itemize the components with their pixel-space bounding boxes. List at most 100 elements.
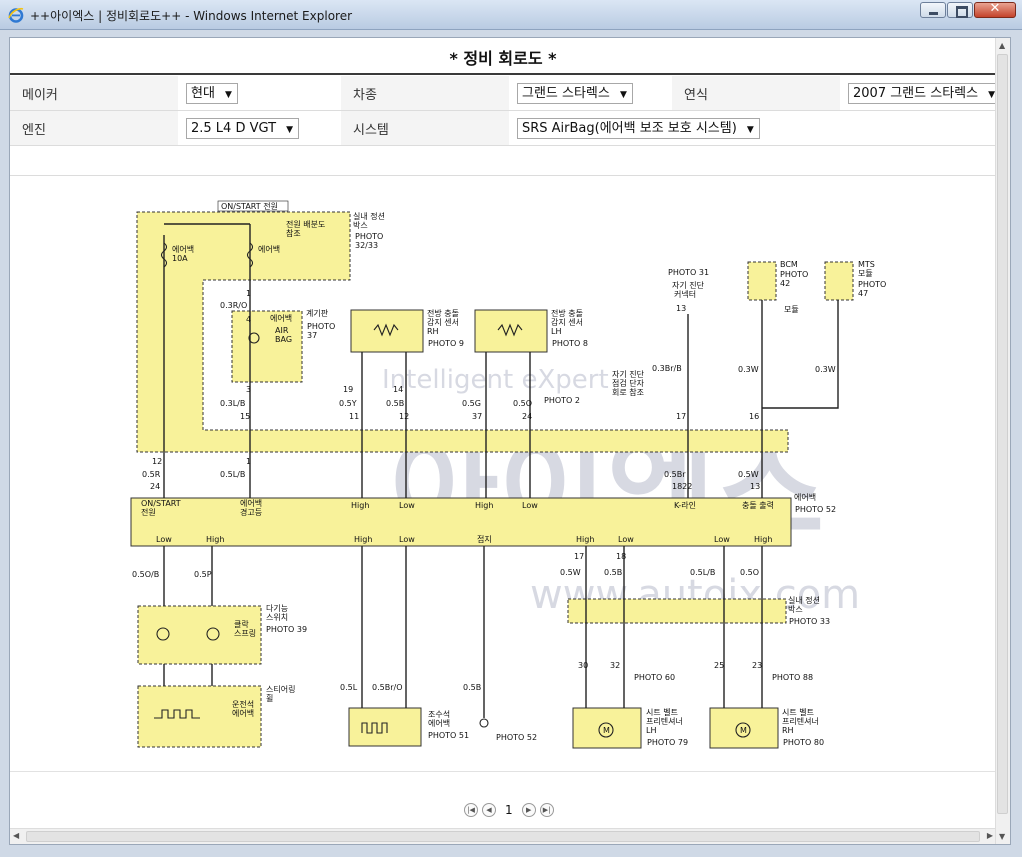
engine-select[interactable]: 2.5 L4 D VGT▼ [186,117,300,139]
airbag-lamp-label: 에어백 [270,313,292,323]
wire-code: 0.5W [738,470,759,479]
bcm-module-label: 모듈 [784,305,799,314]
pretensioner-lh-2: 프리텐셔너 [646,716,683,726]
first-page-button[interactable]: |◀ [464,803,478,817]
pin-number: 13 [676,304,686,313]
low-5: Low [618,535,634,544]
pin-number: 3 [246,385,251,394]
pin-number: 1 [246,289,251,298]
maker-select[interactable]: 현대▼ [186,82,238,104]
wires [163,223,839,718]
pin-number: 16 [749,412,759,421]
wire-code: 0.5G [462,399,481,408]
warning-lamp-2: 경고등 [240,507,262,517]
system-cell: SRS AirBag(에어백 보조 보호 시스템)▼ [509,110,996,146]
photo-37-1: PHOTO [307,322,335,331]
chevron-down-icon: ▼ [225,89,232,100]
year-select[interactable]: 2007 그랜드 스타렉스 ▼ [848,82,996,104]
scroll-up-icon[interactable]: ▲ [999,41,1006,50]
junction-box-mid-2: 박스 [788,604,803,614]
cluster-box [231,310,303,383]
last-page-button[interactable]: ▶| [539,803,554,817]
model-select[interactable]: 그랜드 스타렉스▼ [517,82,633,104]
horizontal-scrollbar[interactable]: ◀ ▶ [10,828,996,844]
maximize-button[interactable] [947,2,973,18]
model-value: 그랜드 스타렉스 [522,85,610,101]
engine-cell: 2.5 L4 D VGT▼ [178,110,341,146]
window-titlebar: ++아이엑스 | 정비회로도++ - Windows Internet Expl… [0,0,1022,30]
wire-code: 0.5O [740,568,759,577]
wire-code: 0.5W [560,568,581,577]
pin-number: 17 [574,552,584,561]
diagram-labels: ON/START 전원 실내 정션 박스 PHOTO 32/33 전원 배분도 … [132,200,886,747]
page-content: * 정비 회로도 * 메이커 현대▼ 차종 그랜드 스타렉스▼ 연식 2007 … [10,38,996,844]
photo-51: PHOTO 51 [428,731,469,740]
wire-code: 0.5Br [664,470,686,479]
resistor-lh-icon [497,323,523,337]
high-4: High [354,535,372,544]
system-select[interactable]: SRS AirBag(에어백 보조 보호 시스템)▼ [517,117,760,139]
scroll-down-icon[interactable]: ▼ [999,832,1006,841]
low-1: Low [399,501,415,510]
sensor-lh-1: 전방 충돌 [551,308,583,318]
junction-box-mid-1: 실내 정션 [788,595,820,605]
junction-box-top [136,211,789,453]
maker-label: 메이커 [10,76,178,111]
low-4: Low [399,535,415,544]
scroll-right-icon[interactable]: ▶ [986,831,993,840]
low-2: Low [522,501,538,510]
on-start-2: 전원 [141,507,156,517]
photo-31: PHOTO 31 [668,268,709,277]
close-button[interactable]: ✕ [974,1,1016,18]
pin-number: 4 [246,315,251,324]
horizontal-scroll-thumb[interactable] [26,831,980,842]
chevron-down-icon: ▼ [988,89,996,100]
low-6: Low [714,535,730,544]
power-label-box [217,200,289,212]
driver-airbag-2: 에어백 [232,708,254,718]
prev-page-button[interactable]: ◀ [482,803,496,817]
pin-number: 1 [246,457,251,466]
fuse-airbag-10a-1: 에어백 [172,244,194,254]
year-value: 2007 그랜드 스타렉스 [853,85,979,101]
fuse-airbag-icon [246,242,254,268]
photo-33: PHOTO 33 [789,617,830,626]
pin-number: 13 [750,482,760,491]
pretensioner-lh-3: LH [646,726,656,735]
ground-icon [479,718,489,728]
pin-number: 23 [752,661,762,670]
vertical-scrollbar[interactable]: ▲ ▼ [995,38,1010,844]
wire-code: 0.5R [142,470,161,479]
wire-code: 0.5Br/O [372,683,403,692]
model-cell: 그랜드 스타렉스▼ [509,76,672,111]
wire-code: 0.5P [194,570,212,579]
clock-spring-1: 클락 [234,619,249,629]
clock-spring-icon [156,627,170,641]
sensor-rh-box [350,309,424,353]
yellow-regions [130,211,854,749]
scroll-left-icon[interactable]: ◀ [13,831,20,840]
pin-number: 18 [616,552,626,561]
pin-number: 1822 [672,482,692,491]
engine-value: 2.5 L4 D VGT [191,120,277,136]
steering-1: 스티어링 [266,684,295,694]
photo-47-1: PHOTO [858,280,886,289]
maximize-icon [956,6,968,18]
next-page-button[interactable]: ▶ [521,803,536,817]
wiring-diagram: 아이엑스 Intelligent eXpert www.autoix.com [130,200,886,749]
year-label: 연식 [672,76,840,111]
multi-switch-1: 다기능 [266,604,288,613]
clock-spring-icon [206,627,220,641]
minimize-button[interactable] [920,2,946,18]
photo-52-unit: PHOTO 52 [795,505,836,514]
airbag-unit-label: 에어백 [794,492,816,502]
diag-ref-1: 자기 진단 [612,369,645,379]
minimize-icon [929,12,938,15]
wire-code: 0.3Br/B [652,364,682,373]
wire-code: 0.5O [513,399,532,408]
high-1: High [351,501,369,510]
sensor-rh-3: RH [427,327,439,336]
vertical-scroll-thumb[interactable] [997,54,1008,814]
diagram-symbols [154,242,751,738]
ground-label: 접지 [477,534,492,544]
